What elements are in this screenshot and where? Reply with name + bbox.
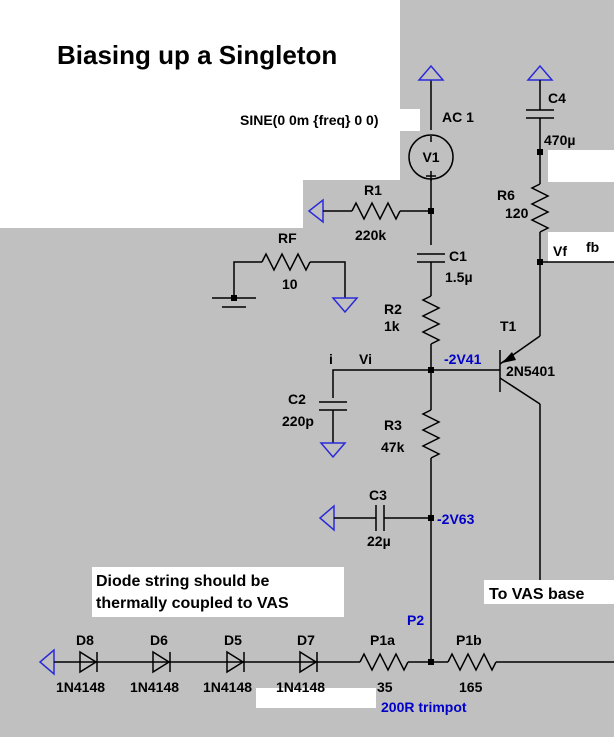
rf-value-label: 10 bbox=[282, 276, 298, 292]
diode-note-box bbox=[92, 567, 344, 617]
p1b-resistor bbox=[447, 652, 497, 672]
rf-right-wire bbox=[310, 261, 346, 298]
rf-resistor bbox=[261, 252, 311, 272]
sine-label-box bbox=[236, 109, 420, 131]
c4-junction bbox=[537, 149, 543, 155]
v1-source-symbol: V1 bbox=[408, 134, 454, 181]
diode-d8 bbox=[79, 650, 98, 674]
net-vi-label: Vi bbox=[359, 351, 372, 367]
c4-ref-label: C4 bbox=[548, 90, 566, 106]
d6-value-label: 1N4148 bbox=[130, 679, 179, 695]
background-white-regions bbox=[0, 0, 614, 708]
d5-ref-label: D5 bbox=[224, 632, 242, 648]
net-p2-label: P2 bbox=[407, 612, 424, 628]
d7-ref-label: D7 bbox=[297, 632, 315, 648]
rail-arrow-v1 bbox=[417, 64, 445, 81]
p1a-resistor bbox=[359, 652, 409, 672]
p1b-ref-label: P1b bbox=[456, 632, 482, 648]
p1b-value-label: 165 bbox=[459, 679, 483, 695]
c2-ground-arrow bbox=[319, 442, 347, 459]
diode-d6 bbox=[152, 650, 171, 674]
c3-junction bbox=[428, 515, 434, 521]
trimpot-label: 200R trimpot bbox=[381, 699, 467, 715]
p1a-ref-label: P1a bbox=[370, 632, 395, 648]
r2-value-label: 1k bbox=[384, 318, 400, 334]
d8-ref-label: D8 bbox=[76, 632, 94, 648]
rf-right-ground-arrow bbox=[331, 297, 359, 314]
c2-ref-label: C2 bbox=[288, 391, 306, 407]
r6-resistor bbox=[530, 183, 550, 233]
t1-ref-label: T1 bbox=[500, 318, 517, 334]
r6-value-label: 120 bbox=[505, 205, 529, 221]
net-vf-label: Vf bbox=[553, 243, 567, 259]
rf-ref-label: RF bbox=[278, 230, 297, 246]
t1-transistor bbox=[499, 330, 541, 580]
d6-ref-label: D6 bbox=[150, 632, 168, 648]
source-ac-label: AC 1 bbox=[442, 109, 474, 125]
net-fb-label: fb bbox=[586, 239, 599, 255]
d5-value-label: 1N4148 bbox=[203, 679, 252, 695]
rf-left-wire bbox=[233, 261, 262, 298]
c4-value-label: 470µ bbox=[544, 132, 575, 148]
diode-note-line1: Diode string should be bbox=[96, 573, 269, 590]
c1-ref-label: C1 bbox=[449, 248, 467, 264]
p2-junction bbox=[428, 659, 434, 665]
c1-value-label: 1.5µ bbox=[445, 269, 473, 285]
r1-ref-label: R1 bbox=[364, 182, 382, 198]
diode-rail-arrow bbox=[38, 648, 55, 676]
net-i-label: i bbox=[329, 351, 333, 367]
r3-resistor bbox=[421, 409, 441, 459]
c4-rail-arrow bbox=[526, 64, 554, 81]
vas-note-text: To VAS base bbox=[489, 586, 585, 603]
diode-note-line2: thermally coupled to VAS bbox=[96, 595, 289, 612]
r2-resistor bbox=[421, 295, 441, 345]
r1-resistor bbox=[351, 201, 401, 221]
page-title: Biasing up a Singleton bbox=[57, 40, 337, 70]
p1a-value-label: 35 bbox=[377, 679, 393, 695]
c3-value-label: 22µ bbox=[367, 533, 391, 549]
d7-value-label: 1N4148 bbox=[276, 679, 325, 695]
wire-vi-to-c2 bbox=[332, 369, 431, 398]
c3-ref-label: C3 bbox=[369, 487, 387, 503]
voltage-v2-label: -2V63 bbox=[437, 511, 475, 527]
c2-value-label: 220p bbox=[282, 413, 314, 429]
vas-note-box bbox=[484, 580, 614, 604]
r6-ref-label: R6 bbox=[497, 187, 515, 203]
r2-ref-label: R2 bbox=[384, 301, 402, 317]
voltage-v1-label: -2V41 bbox=[444, 351, 482, 367]
r1-value-label: 220k bbox=[355, 227, 386, 243]
r1-junction bbox=[428, 208, 434, 214]
source-sine-label: SINE(0 0m {freq} 0 0) bbox=[240, 112, 379, 128]
c3-rail-arrow bbox=[318, 504, 335, 532]
d8-value-label: 1N4148 bbox=[56, 679, 105, 695]
r3-ref-label: R3 bbox=[384, 417, 402, 433]
r3-value-label: 47k bbox=[381, 439, 405, 455]
diode-d7 bbox=[299, 650, 318, 674]
v1-ref-label: V1 bbox=[422, 149, 439, 165]
r1-rail-arrow bbox=[307, 198, 324, 224]
t1-value-label: 2N5401 bbox=[506, 363, 555, 379]
diode-d5 bbox=[226, 650, 245, 674]
